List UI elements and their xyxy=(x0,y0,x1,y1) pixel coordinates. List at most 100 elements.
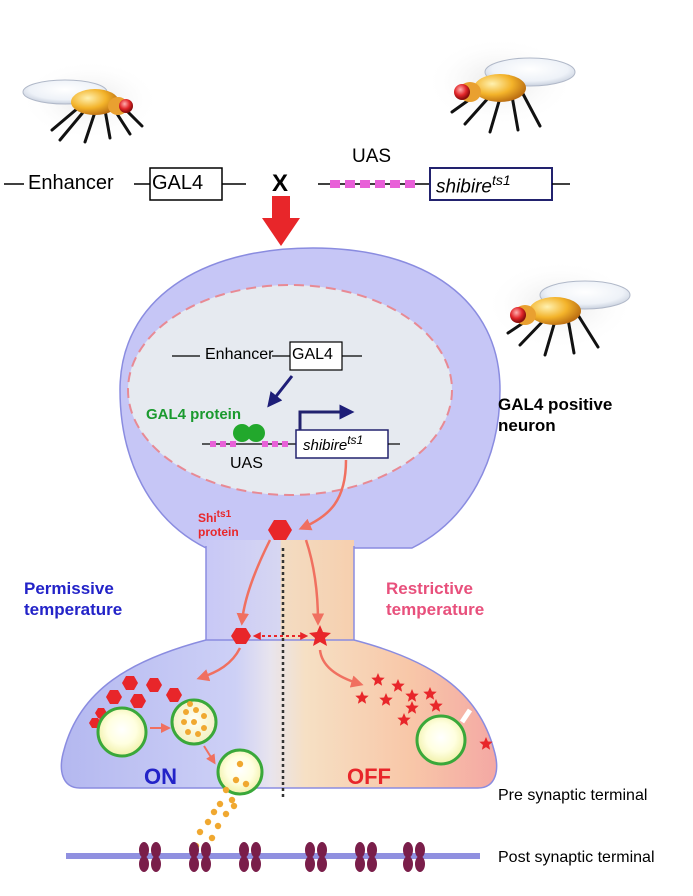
fly-icon xyxy=(20,60,160,144)
transmitter-dot xyxy=(232,776,240,784)
released-transmitter xyxy=(192,760,250,854)
receptor-subunit xyxy=(151,842,161,858)
neuron-label-line1: GAL4 positive xyxy=(498,395,613,414)
receptor-subunit xyxy=(151,856,161,872)
transmitter-dot xyxy=(228,796,236,804)
fly-icon xyxy=(485,260,635,357)
receptor-subunit xyxy=(355,856,365,872)
enhancer-gal4-construct xyxy=(4,167,246,201)
transmitter-dot xyxy=(208,834,216,842)
cross-symbol: X xyxy=(272,170,289,197)
restrictive-line1: Restrictive xyxy=(386,579,473,598)
permissive-line2: temperature xyxy=(24,600,123,619)
restrictive-line2: temperature xyxy=(386,600,485,619)
transmitter-dot xyxy=(193,707,199,713)
shi-star xyxy=(405,689,419,702)
nucleus-uas-shibire xyxy=(202,404,400,459)
nucleus-enhancer-label: Enhancer xyxy=(205,346,274,363)
shi-star-restrictive xyxy=(309,625,331,646)
shi-text: Shi xyxy=(198,511,217,525)
shi-star-cluster xyxy=(355,673,493,750)
receptor-subunit xyxy=(239,856,249,872)
permissive-line1: Permissive xyxy=(24,579,114,598)
arrow-stars-down xyxy=(318,649,364,688)
receptor-icon xyxy=(355,842,377,872)
transmitter-dot xyxy=(210,808,218,816)
shi-star xyxy=(405,701,419,714)
uas-sites xyxy=(330,180,415,188)
vesicle-blocked xyxy=(415,714,467,766)
receptor-subunit xyxy=(201,842,211,858)
arrow-hexagons-down xyxy=(196,647,242,682)
shi-star xyxy=(391,679,405,692)
shi-ts1-superscript: ts1 xyxy=(216,509,232,520)
transmitter-dot xyxy=(181,719,187,725)
postsynaptic-label: Post synaptic terminal xyxy=(498,849,655,866)
receptor-subunit xyxy=(139,842,149,858)
nucleus xyxy=(127,284,453,496)
receptor-subunit xyxy=(305,856,315,872)
nucleus-gal4-label: GAL4 xyxy=(292,346,333,363)
nucleus-uas-label: UAS xyxy=(230,455,263,472)
presynaptic-label: Pre synaptic terminal xyxy=(498,787,648,804)
receptor-subunit xyxy=(251,842,261,858)
gal4-box xyxy=(149,167,223,201)
transmitter-dots xyxy=(181,701,207,737)
nucleus-shibire-label: shibirets1 xyxy=(303,433,363,454)
receptor-subunit xyxy=(139,856,149,872)
shi-star xyxy=(479,737,493,750)
transmitter-dot xyxy=(216,800,224,808)
shibire-text: shibire xyxy=(436,176,492,198)
neuron-label-line2: neuron xyxy=(498,416,556,435)
transmitter-dot xyxy=(201,725,207,731)
receptor-subunit xyxy=(415,842,425,858)
receptor-icon xyxy=(403,842,425,872)
receptor-subunit xyxy=(239,842,249,858)
transmitter-dot xyxy=(201,713,207,719)
receptor-subunit xyxy=(367,856,377,872)
transmitter-dot xyxy=(242,780,250,788)
receptor-subunit xyxy=(251,856,261,872)
transmitter-dot xyxy=(185,729,191,735)
receptor-subunit xyxy=(415,856,425,872)
transmitter-dot xyxy=(196,828,204,836)
receptor-subunit xyxy=(305,842,315,858)
release-arrow xyxy=(203,745,216,765)
arrow-to-permissive xyxy=(236,539,272,626)
receptor-group xyxy=(139,842,425,872)
presynaptic-terminal xyxy=(60,639,498,789)
neuron-axon xyxy=(206,540,354,650)
vesicle-docked xyxy=(96,706,148,758)
enhancer-label: Enhancer xyxy=(28,172,114,194)
vesicle-fusing xyxy=(216,748,264,796)
transmitter-dot xyxy=(191,719,197,725)
shibire-label: shibirets1 xyxy=(436,172,511,198)
nucleus-enhancer-gal4 xyxy=(172,341,362,371)
shi-star xyxy=(397,713,411,726)
transmitter-dot xyxy=(236,760,244,768)
transmitter-dot xyxy=(230,802,238,810)
transmitter-dot xyxy=(222,810,230,818)
neuron-label: GAL4 positive neuron xyxy=(498,394,612,436)
shi-protein-hexagon xyxy=(268,520,292,540)
receptor-subunit xyxy=(403,856,413,872)
receptor-icon xyxy=(305,842,327,872)
shi-star xyxy=(379,693,393,706)
fly-icon xyxy=(425,37,576,134)
transmitter-dot xyxy=(214,822,222,830)
receptor-subunit xyxy=(189,856,199,872)
arrow-to-restrictive xyxy=(304,539,325,626)
restrictive-label: Restrictive temperature xyxy=(386,578,484,620)
uas-label: UAS xyxy=(352,146,392,167)
receptor-subunit xyxy=(317,856,327,872)
transmitter-dot xyxy=(204,818,212,826)
gal4-label: GAL4 xyxy=(152,172,204,194)
shi-star xyxy=(423,687,437,700)
transmitter-dot xyxy=(183,709,189,715)
transmitter-dot xyxy=(187,701,193,707)
shi-star xyxy=(355,691,369,704)
receptor-subunit xyxy=(367,842,377,858)
